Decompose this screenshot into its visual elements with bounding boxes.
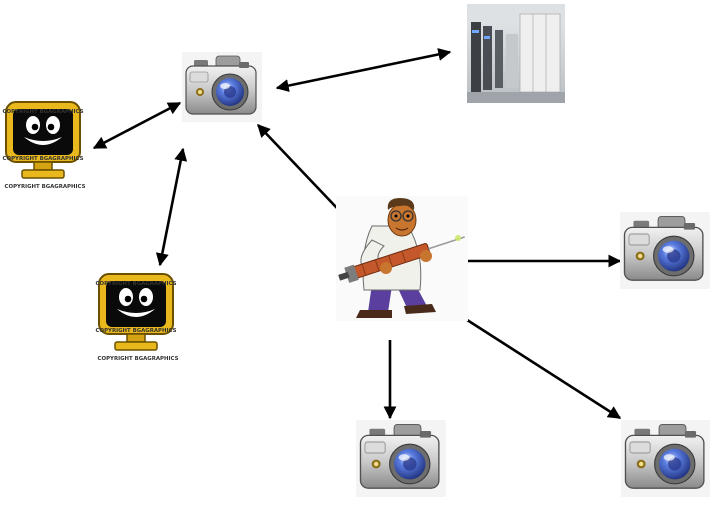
scientist-syringe-icon bbox=[336, 196, 468, 321]
connections bbox=[92, 48, 622, 420]
camera-icon bbox=[181, 51, 263, 123]
monitor-caption-bottom: COPYRIGHT BGAGRAPHICS bbox=[3, 156, 84, 162]
monitor-caption-below: COPYRIGHT BGAGRAPHICS bbox=[98, 356, 179, 362]
monitor-caption-below: COPYRIGHT BGAGRAPHICS bbox=[5, 184, 86, 190]
camera-icon bbox=[355, 419, 447, 498]
server-room-photo bbox=[467, 4, 565, 103]
monitor-caption-top: COPYRIGHT BGAGRAPHICS bbox=[96, 281, 177, 287]
monitor-caption-bottom: COPYRIGHT BGAGRAPHICS bbox=[96, 328, 177, 334]
camera-icon bbox=[620, 419, 710, 498]
arrow-camera-to-monitor-left bbox=[92, 101, 182, 150]
smiley-monitor-left: COPYRIGHT BGAGRAPHICS COPYRIGHT BGAGRAPH… bbox=[3, 101, 86, 190]
camera-icon bbox=[619, 211, 710, 290]
arrow-camera-to-server bbox=[275, 48, 452, 92]
smiley-monitor-bottom: COPYRIGHT BGAGRAPHICS COPYRIGHT BGAGRAPH… bbox=[96, 273, 179, 362]
arrow-scientist-to-camera-bottom-right bbox=[449, 307, 622, 420]
monitor-caption-top: COPYRIGHT BGAGRAPHICS bbox=[3, 109, 84, 115]
arrow-camera-to-monitor-bottom bbox=[155, 147, 188, 267]
